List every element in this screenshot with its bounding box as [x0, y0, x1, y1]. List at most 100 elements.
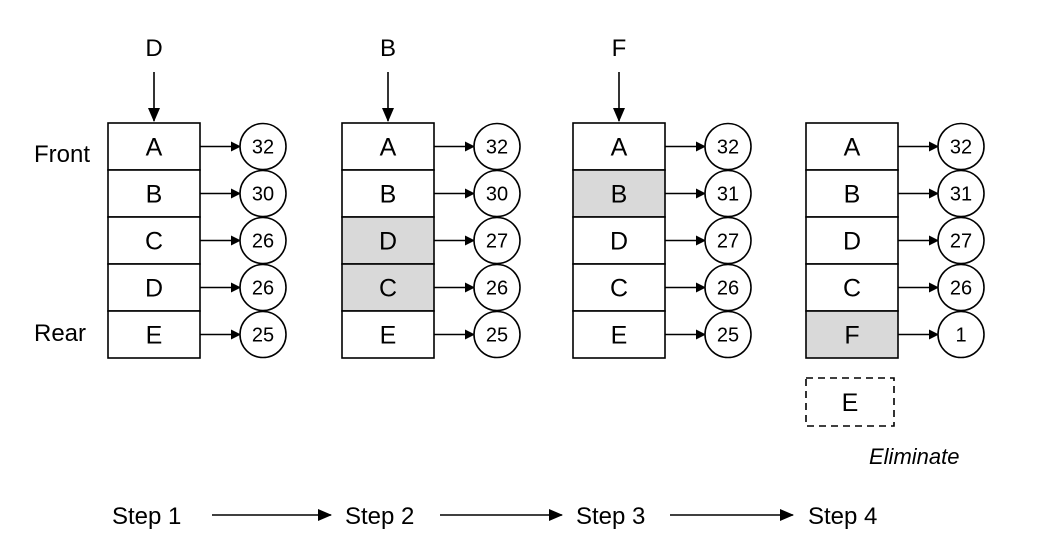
queue-row: B 30	[341, 169, 521, 218]
count-label: 26	[252, 231, 274, 253]
count-label: 32	[486, 137, 508, 159]
queue-row: B 31	[805, 169, 985, 218]
queue-row: A 32	[107, 122, 287, 171]
count-label: 31	[717, 184, 739, 206]
count-node	[473, 310, 521, 359]
count-label: 30	[486, 184, 508, 206]
count-label: 25	[486, 325, 508, 347]
count-node	[704, 310, 752, 359]
key-label: D	[843, 228, 861, 256]
count-node	[937, 263, 985, 312]
key-label: C	[379, 275, 397, 303]
count-node	[239, 122, 287, 171]
incoming-key-1: D	[145, 35, 162, 62]
count-node	[473, 122, 521, 171]
count-node	[937, 169, 985, 218]
step-label-1: Step 1	[112, 503, 181, 530]
count-node	[704, 169, 752, 218]
key-cell	[341, 310, 435, 359]
count-label: 32	[950, 137, 972, 159]
key-label: A	[146, 134, 163, 162]
key-label: C	[843, 275, 861, 303]
incoming-key-2: B	[380, 35, 396, 62]
count-label: 32	[252, 137, 274, 159]
key-cell	[572, 263, 666, 312]
queue-row: A 32	[341, 122, 521, 171]
key-label: D	[145, 275, 163, 303]
key-cell	[341, 122, 435, 171]
count-node	[473, 216, 521, 265]
count-node	[704, 122, 752, 171]
key-label: B	[844, 181, 861, 209]
key-label: D	[610, 228, 628, 256]
queue-row: A 32	[572, 122, 752, 171]
queue-row: A 32	[805, 122, 985, 171]
step-label-4: Step 4	[808, 503, 877, 530]
step-timeline: Step 1 Step 2 Step 3 Step 4	[112, 503, 877, 530]
key-label: A	[611, 134, 628, 162]
count-label: 25	[252, 325, 274, 347]
key-cell	[572, 216, 666, 265]
queue-row: E 25	[341, 310, 521, 359]
key-label: C	[610, 275, 628, 303]
count-label: 27	[950, 231, 972, 253]
evicted-key: E	[842, 389, 859, 417]
incoming-key-3: F	[612, 35, 627, 62]
count-label: 31	[950, 184, 972, 206]
queue-row: D 26	[107, 263, 287, 312]
queue-row: C 26	[572, 263, 752, 312]
front-label: Front	[34, 141, 90, 168]
count-label: 26	[717, 278, 739, 300]
queue-row: B 30	[107, 169, 287, 218]
count-node	[704, 263, 752, 312]
queue-row: E 25	[107, 310, 287, 359]
queue-row: D 27	[805, 216, 985, 265]
count-node	[937, 216, 985, 265]
count-node	[239, 216, 287, 265]
key-label: D	[379, 228, 397, 256]
step-label-2: Step 2	[345, 503, 414, 530]
count-label: 26	[252, 278, 274, 300]
key-cell-highlighted	[341, 216, 435, 265]
step-label-3: Step 3	[576, 503, 645, 530]
count-label: 26	[486, 278, 508, 300]
count-label: 1	[955, 325, 966, 347]
evicted-box	[805, 377, 895, 427]
count-node	[704, 216, 752, 265]
key-label: E	[611, 322, 628, 350]
key-cell-highlighted	[341, 263, 435, 312]
count-label: 32	[717, 137, 739, 159]
count-node	[239, 310, 287, 359]
key-label: E	[380, 322, 397, 350]
queue-row: B 31	[572, 169, 752, 218]
key-label: A	[844, 134, 861, 162]
count-label: 30	[252, 184, 274, 206]
key-label: B	[146, 181, 163, 209]
eliminate-label: Eliminate	[869, 444, 959, 469]
key-label: F	[844, 322, 859, 350]
count-label: 25	[717, 325, 739, 347]
count-node	[937, 310, 985, 359]
queue-row: C 26	[341, 263, 521, 312]
key-cell	[805, 216, 899, 265]
key-label: B	[611, 181, 628, 209]
key-cell	[572, 122, 666, 171]
count-node	[239, 169, 287, 218]
queue-row: E 25	[572, 310, 752, 359]
key-cell-highlighted	[805, 310, 899, 359]
evicted-element: E	[805, 377, 895, 427]
key-label: A	[380, 134, 397, 162]
key-label: B	[380, 181, 397, 209]
key-label: E	[146, 322, 163, 350]
